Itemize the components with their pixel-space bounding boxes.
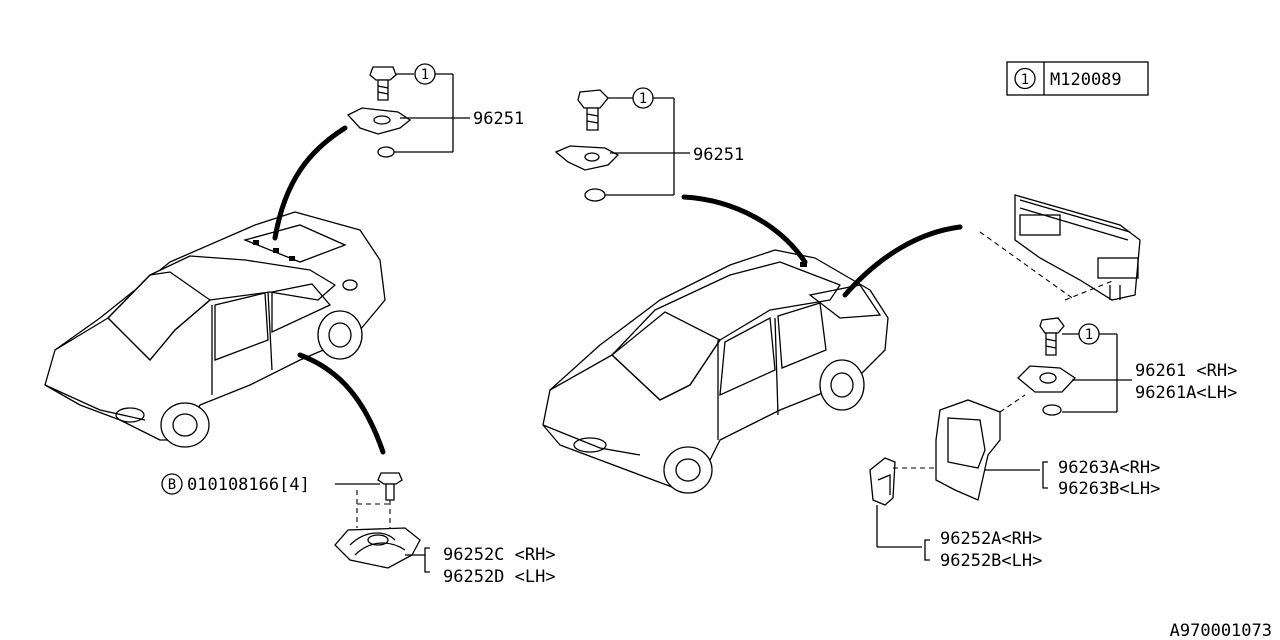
wagon-right-key: 1 <box>1085 327 1093 343</box>
clip-96261-callout: 1 96261 <RH> 96261A<LH> <box>999 317 1237 416</box>
part-96252a-rh: 96252A<RH> <box>940 529 1042 549</box>
legend-key-number: 1 <box>1021 72 1029 88</box>
sedan-illustration <box>44 211 386 448</box>
wagon-top-part-label: 96251 <box>693 145 744 165</box>
trim-panel-96263: 96263A<RH> 96263B<LH> <box>935 399 1160 501</box>
sedan-top-callout: 1 96251 <box>346 63 524 158</box>
part-96263a-rh: 96263A<RH> <box>1058 458 1160 478</box>
legend-box: 1 M120089 <box>1006 61 1149 96</box>
wagon-top-callout: 1 96251 <box>554 87 744 202</box>
wagon-top-key: 1 <box>639 91 647 107</box>
wagon-roof-leader <box>681 194 808 265</box>
legend-key-code: M120089 <box>1050 70 1122 90</box>
sedan-top-key: 1 <box>421 67 429 83</box>
bolt-marker: B <box>168 477 176 493</box>
sedan-floor-leader <box>297 352 386 455</box>
rear-panel-part <box>979 194 1141 301</box>
bolt-part-label: 010108166[4] <box>187 475 310 495</box>
sedan-trunk-leader <box>272 125 348 241</box>
part-96252b-lh: 96252B<LH> <box>940 551 1042 571</box>
cover-96252: 96252A<RH> 96252B<LH> <box>869 457 1042 571</box>
part-96252c-rh: 96252C <RH> <box>443 545 556 565</box>
part-96261a-lh: 96261A<LH> <box>1135 383 1237 403</box>
wagon-tailgate-leader <box>842 224 963 298</box>
sedan-floor-callout: B 010108166[4] 96252C <RH> 96252D <LH> <box>161 472 556 587</box>
part-96263b-lh: 96263B<LH> <box>1058 479 1160 499</box>
wagon-illustration <box>542 249 889 494</box>
diagram-id: A970001073 <box>1170 621 1272 640</box>
part-96252d-lh: 96252D <LH> <box>443 567 556 587</box>
sedan-top-part-label: 96251 <box>473 109 524 129</box>
part-96261-rh: 96261 <RH> <box>1135 361 1237 381</box>
